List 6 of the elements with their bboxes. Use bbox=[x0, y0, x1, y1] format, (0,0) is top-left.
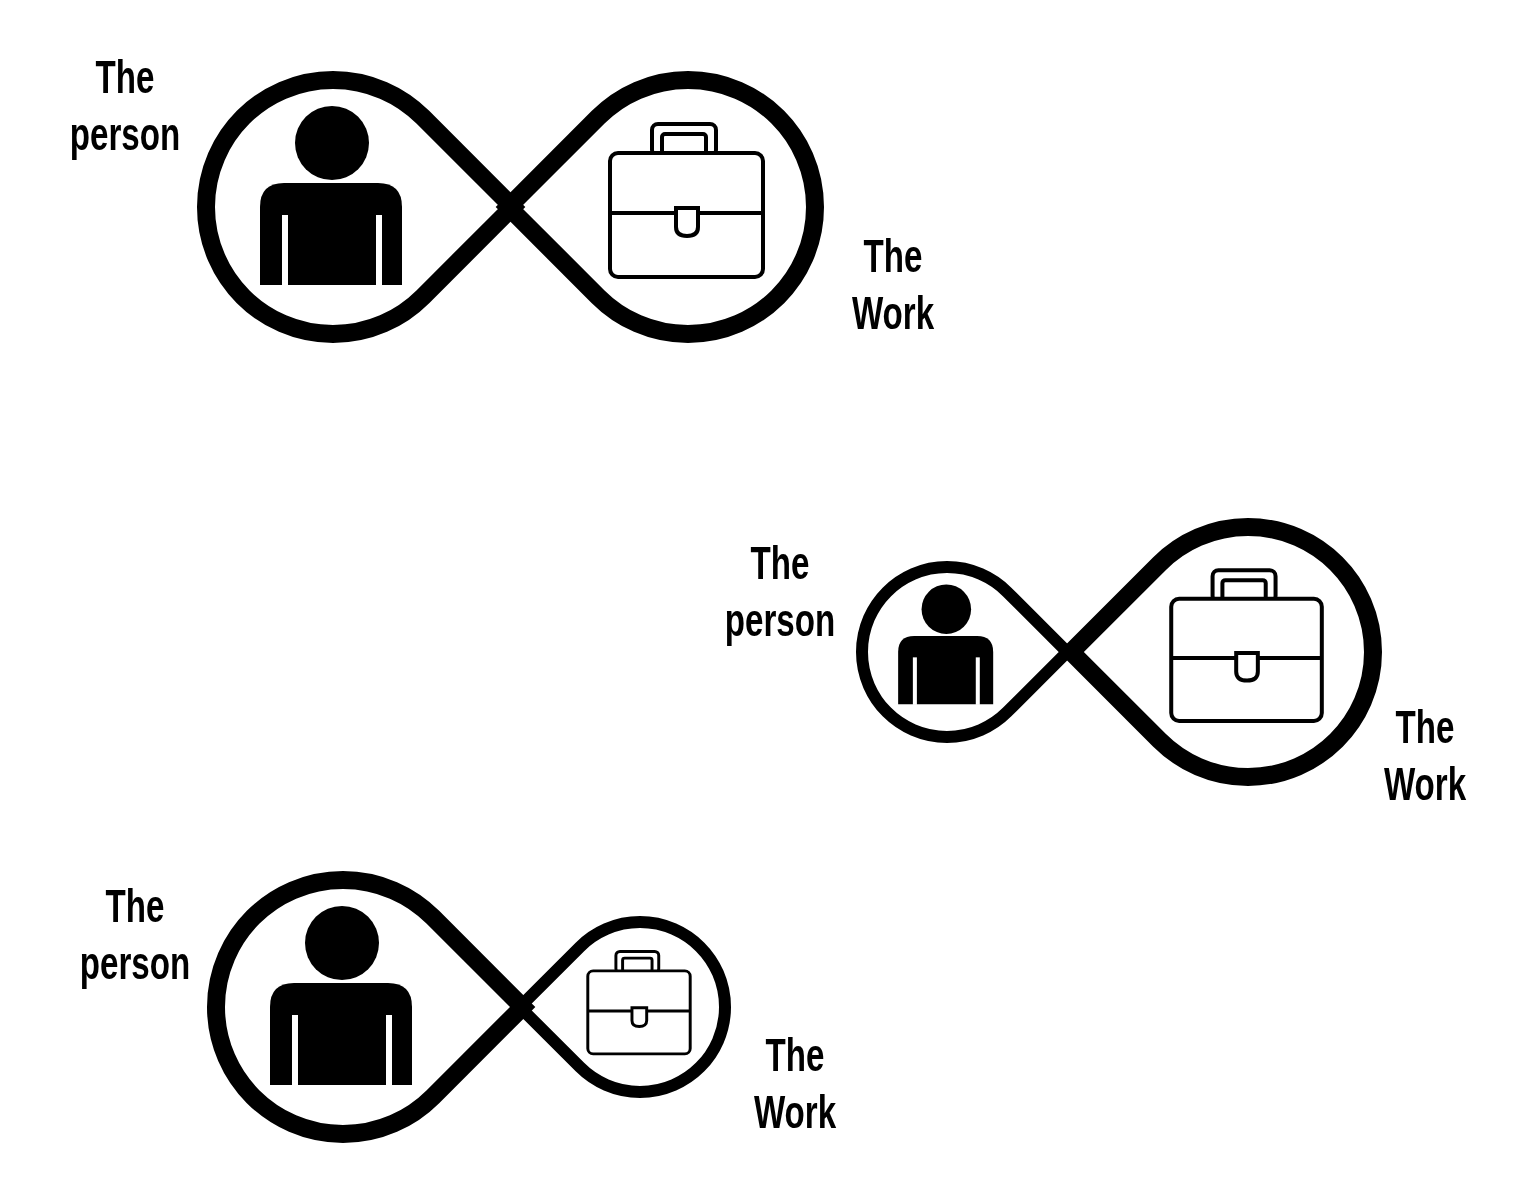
node-label: The Work bbox=[1383, 700, 1467, 812]
node-label: The Work bbox=[753, 1028, 837, 1140]
node-label: The person bbox=[69, 50, 181, 162]
node-label: The person bbox=[724, 536, 836, 648]
node-label: The Work bbox=[851, 229, 935, 341]
node-label: The person bbox=[79, 879, 191, 991]
